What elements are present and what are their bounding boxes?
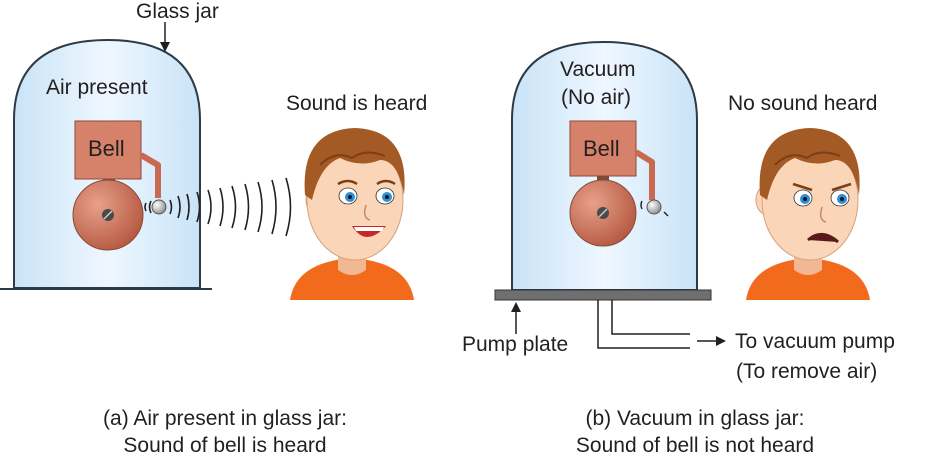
to-vacuum-pump-label: To vacuum pump: [735, 330, 895, 353]
caption-b: (b) Vacuum in glass jar: Sound of bell i…: [515, 405, 875, 459]
no-sound-label: No sound heard: [728, 92, 878, 115]
sad-boy-face: [746, 128, 870, 300]
caption-b-line1: (b) Vacuum in glass jar:: [585, 407, 805, 430]
sound-wave-icon: [144, 177, 292, 237]
caption-b-line2: Sound of bell is not heard: [575, 434, 815, 457]
air-present-label: Air present: [46, 76, 148, 99]
bell-left-label: Bell: [88, 136, 125, 161]
happy-boy-face: [290, 128, 414, 300]
pump-plate-arrow: [511, 302, 521, 334]
vacuum-label: Vacuum: [560, 58, 636, 81]
right-bell-icon: [569, 120, 669, 247]
to-remove-air-label: (To remove air): [736, 360, 878, 383]
glass-jar-label: Glass jar: [136, 0, 219, 23]
sound-heard-label: Sound is heard: [286, 92, 428, 115]
pump-plate-label: Pump plate: [462, 333, 569, 356]
caption-a-line1: (a) Air present in glass jar:: [103, 407, 347, 430]
pump-pipe: [597, 300, 726, 349]
pump-plate: [494, 289, 712, 301]
bell-right-label: Bell: [583, 136, 620, 161]
glass-jar-arrow: [160, 22, 170, 52]
left-bell-icon: [72, 120, 167, 251]
no-air-label: (No air): [561, 86, 632, 109]
caption-a: (a) Air present in glass jar: Sound of b…: [40, 405, 410, 459]
caption-a-line2: Sound of bell is heard: [123, 434, 327, 457]
